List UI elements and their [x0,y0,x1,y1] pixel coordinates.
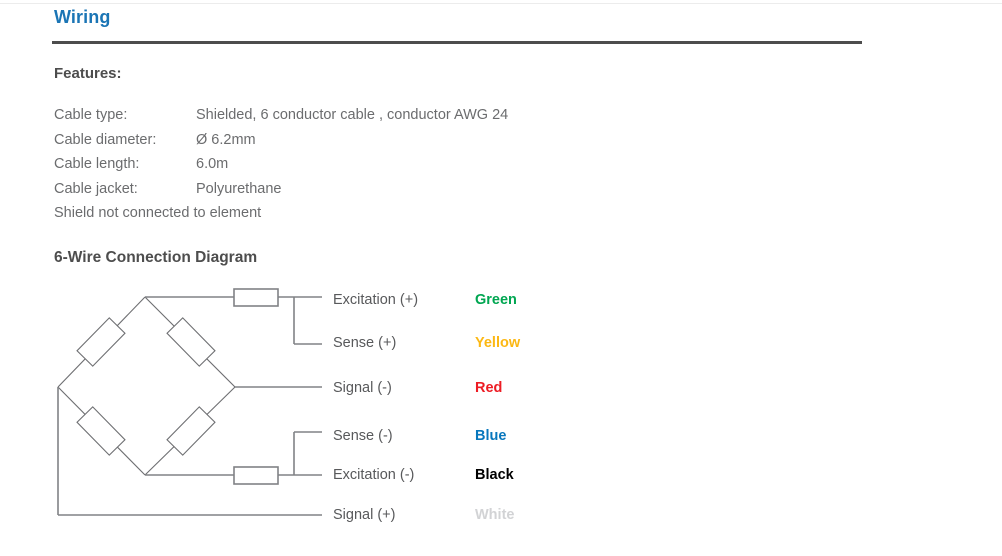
title-divider [52,41,862,44]
resistor-upper-right [166,317,216,367]
wire-color-white: White [475,507,515,523]
bridge-arms [57,296,236,476]
spec-label: Cable diameter: [54,131,157,148]
bridge-arm-upper-right [144,296,236,388]
top-hairline [0,3,1002,4]
wire-label-excitation-neg: Excitation (-) [333,467,415,483]
wire-label-sense-pos: Sense (+) [333,335,397,351]
spec-label: Cable length: [54,156,140,172]
spec-value: 6.0m [196,156,229,172]
bridge-resistors [76,317,216,456]
bridge-arm-lower-left [57,386,146,476]
series-resistors [233,288,279,485]
wire-color-yellow: Yellow [475,335,521,351]
features-heading: Features: [54,65,122,82]
spec-value: Shielded, 6 conductor cable , conductor … [196,107,509,123]
spec-value: Ø 6.2mm [196,131,256,148]
spec-label: Cable jacket: [54,180,138,197]
wire-color-green: Green [475,292,517,308]
wire-color-red: Red [475,380,503,396]
wire-label-excitation-pos: Excitation (+) [333,292,419,308]
bridge-arm-lower-right [144,386,236,476]
spec-value: Polyurethane [196,180,282,197]
page-title: Wiring [54,7,111,27]
wire-label-signal-pos: Signal (+) [333,507,396,523]
table-row: Cable jacket: Polyurethane [54,177,508,202]
spec-label: Cable type: [54,107,128,123]
resistor-lower-left [76,406,126,456]
resistor-lower-right [166,406,216,456]
resistor-upper-left [76,317,126,367]
resistor-excitation-pos [233,288,279,307]
diagram-heading: 6-Wire Connection Diagram [54,249,258,266]
bridge-arm-upper-left [57,296,146,388]
resistor-excitation-neg [233,466,279,485]
wire-color-blue: Blue [475,428,507,444]
wire-color-black: Black [475,467,514,483]
lead-wires [57,296,322,516]
table-row: Cable length: 6.0m [54,152,508,177]
table-row: Cable type: Shielded, 6 conductor cable … [54,103,508,128]
features-spec-table: Cable type: Shielded, 6 conductor cable … [54,103,508,201]
wire-label-signal-neg: Signal (-) [333,380,392,396]
wire-label-sense-neg: Sense (-) [333,428,393,444]
table-row: Cable diameter: Ø 6.2mm [54,128,508,153]
shield-note: Shield not connected to element [54,205,262,221]
